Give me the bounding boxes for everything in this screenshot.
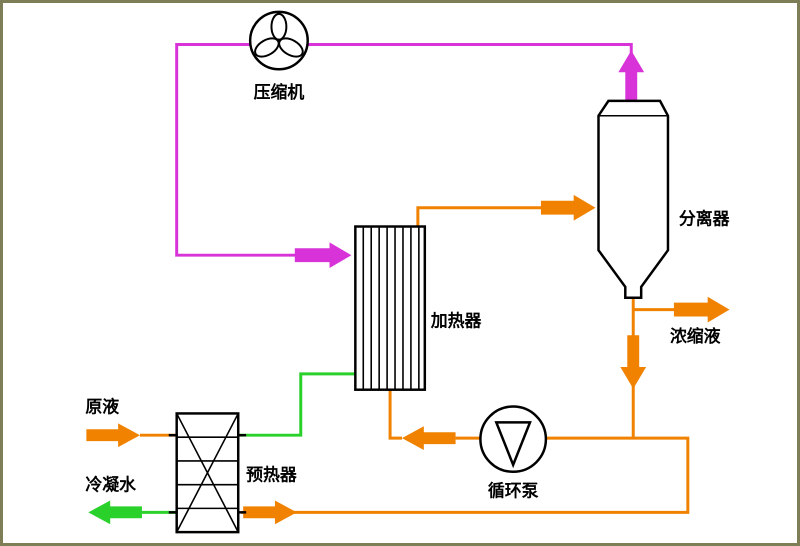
separator-label: 分离器 xyxy=(679,209,731,229)
heater-to-separator-arrow xyxy=(540,194,596,221)
condensate-label: 冷凝水 xyxy=(85,475,136,495)
heater-to-separator-line xyxy=(416,206,543,227)
pump-symbol xyxy=(479,405,548,474)
diagram-svg: 压缩机 分离器 加热器 浓缩液 原液 冷凝水 预热器 循环泵 xyxy=(85,10,731,534)
heater-shell xyxy=(354,225,427,391)
concentrate-out-arrow xyxy=(673,296,730,323)
feed-in-arrow xyxy=(86,423,140,448)
concentrate-label: 浓缩液 xyxy=(670,326,721,346)
preheated-feed-arrow xyxy=(243,500,297,525)
preheater-plates xyxy=(175,413,239,533)
feed-label: 原液 xyxy=(85,396,119,416)
vapor-riser-arrow xyxy=(618,50,645,102)
compressed-vapor-arrow xyxy=(294,242,352,269)
vapor-recycle-line xyxy=(175,43,633,257)
condensate-out-arrow xyxy=(88,500,142,525)
heater-tubes xyxy=(362,226,420,390)
pump-impeller-icon xyxy=(494,421,532,469)
separator-symbol xyxy=(597,99,670,299)
compressor-label: 压缩机 xyxy=(254,82,305,102)
preheater-label: 预热器 xyxy=(246,465,298,485)
preheater-symbol xyxy=(168,412,247,534)
separator-drain-arrow xyxy=(620,335,647,389)
pump-discharge-arrow xyxy=(401,426,456,451)
condensate-line xyxy=(239,372,357,437)
heater-label: 加热器 xyxy=(430,310,483,330)
compressor-impeller-icon xyxy=(254,12,304,58)
heater-symbol xyxy=(354,225,427,391)
pump-label: 循环泵 xyxy=(488,481,539,501)
preheater-nozzles xyxy=(168,433,247,514)
heater-inlet-line xyxy=(388,389,402,440)
compressor-symbol xyxy=(248,10,309,71)
separator-vessel xyxy=(597,99,670,299)
pump-suction-line xyxy=(241,436,690,514)
